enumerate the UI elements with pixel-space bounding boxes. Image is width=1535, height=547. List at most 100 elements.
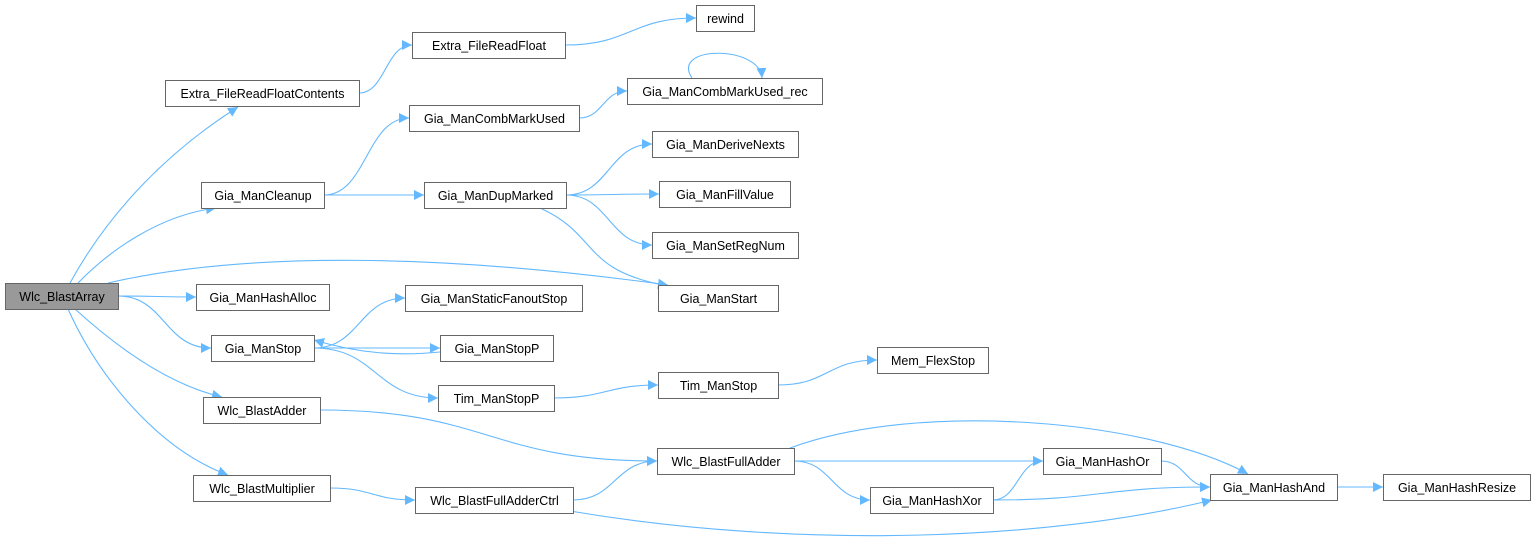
node-extra-filereadfloat[interactable]: Extra_FileReadFloat [412,32,566,59]
node-wlc-blastadder[interactable]: Wlc_BlastAdder [203,397,321,424]
node-label: Gia_ManDeriveNexts [666,138,785,152]
node-box[interactable] [415,487,574,514]
node-gia-mancombmarkused-rec[interactable]: Gia_ManCombMarkUsed_rec [627,78,823,105]
node-label: Gia_ManHashAlloc [210,291,317,305]
node-label: Mem_FlexStop [891,354,975,368]
node-box[interactable] [440,335,554,362]
node-box[interactable] [211,335,315,362]
node-box[interactable] [657,448,795,475]
nodes: Wlc_BlastArray Extra_FileReadFloatContent… [5,5,1531,514]
edge-tim-manstopp-to-tim-manstop [553,380,659,399]
node-gia-manstaticfanoutstop[interactable]: Gia_ManStaticFanoutStop [405,285,583,312]
node-gia-manderivenexts[interactable]: Gia_ManDeriveNexts [652,131,799,158]
node-box[interactable] [1210,474,1338,501]
node-gia-manhashresize[interactable]: Gia_ManHashResize [1383,474,1531,501]
edge-wlc-blastarray-to-gia-manstop [117,295,212,353]
node-box[interactable] [438,385,555,412]
node-label: Tim_ManStopP [454,392,540,406]
node-label: Gia_ManHashOr [1056,455,1150,469]
edge-wlc-blastarray-to-gia-manstart [107,259,669,289]
node-box[interactable] [652,131,799,158]
node-box[interactable] [1043,448,1162,475]
node-gia-manstop[interactable]: Gia_ManStop [211,335,315,362]
node-label: Gia_ManCombMarkUsed_rec [642,85,807,99]
node-gia-mancombmarkused[interactable]: Gia_ManCombMarkUsed [409,105,580,132]
node-label: Wlc_BlastMultiplier [209,482,315,496]
node-label: Tim_ManStop [680,379,757,393]
node-label: Gia_ManCombMarkUsed [424,112,565,126]
edge-wlc-blastarray-to-gia-manhashalloc [117,291,197,302]
node-box[interactable] [870,487,994,514]
node-gia-manhashalloc[interactable]: Gia_ManHashAlloc [196,284,330,311]
node-label: Gia_ManFillValue [676,188,774,202]
node-label: Wlc_BlastArray [19,290,105,304]
node-gia-mansetregnum[interactable]: Gia_ManSetRegNum [652,232,799,259]
node-wlc-blastfulladderctrl[interactable]: Wlc_BlastFullAdderCtrl [415,487,574,514]
edge-gia-mandupmarked-to-gia-mansetregnum [565,194,653,250]
node-label: Wlc_BlastFullAdder [671,455,780,469]
edges [67,13,1384,537]
node-box[interactable] [627,78,823,105]
node-box[interactable] [659,181,791,208]
node-box[interactable] [652,232,799,259]
edge-gia-mandupmarked-to-gia-manstart [539,207,669,290]
edge-tim-manstop-to-mem-flexstop [777,355,878,386]
edge-gia-mancombmarkused-rec-to-gia-mancombmarkused-rec [688,52,767,79]
node-box[interactable] [165,80,360,107]
edge-gia-mancombmarkused-to-gia-mancombmarkused-rec [578,86,628,119]
edge-wlc-blastarray-to-extra-filereadfloatcontents [69,106,239,284]
node-extra-filereadfloatcontents[interactable]: Extra_FileReadFloatContents [165,80,360,107]
node-gia-manfillvalue[interactable]: Gia_ManFillValue [659,181,791,208]
node-box[interactable] [203,397,321,424]
edge-gia-manhashor-to-gia-manhashand [1160,460,1211,492]
edge-gia-mandupmarked-to-gia-manderivenexts [565,139,653,196]
edge-wlc-blastmultiplier-to-wlc-blastfulladderctrl [329,487,416,505]
node-label: Gia_ManHashResize [1398,481,1516,495]
edge-gia-manstop-to-gia-manstaticfanoutstop [313,293,406,349]
edge-wlc-blastfulladder-to-gia-manhashxor [793,460,871,505]
node-box[interactable] [658,285,779,312]
node-gia-manhashxor[interactable]: Gia_ManHashXor [870,487,994,514]
node-box[interactable] [424,182,567,209]
edge-gia-manstop-to-tim-manstopp [313,347,439,403]
node-box[interactable] [201,182,325,209]
node-wlc-blastfulladder[interactable]: Wlc_BlastFullAdder [657,448,795,475]
node-label: Gia_ManHashAnd [1223,481,1325,495]
node-box[interactable] [193,475,331,502]
node-label: Wlc_BlastAdder [218,404,307,418]
node-box[interactable] [5,283,119,310]
edge-gia-mandupmarked-to-gia-manfillvalue [565,189,660,200]
node-label: Wlc_BlastFullAdderCtrl [430,494,559,508]
node-box[interactable] [196,284,330,311]
node-gia-manhashand[interactable]: Gia_ManHashAnd [1210,474,1338,501]
node-box[interactable] [877,347,989,374]
node-label: Gia_ManStopP [455,342,540,356]
edge-wlc-blastfulladderctrl-to-wlc-blastfulladder [572,456,658,501]
node-gia-mancleanup[interactable]: Gia_ManCleanup [201,182,325,209]
node-box[interactable] [658,372,779,399]
edge-gia-manhashxor-to-gia-manhashand [992,482,1211,501]
edge-extra-filereadfloatcontents-to-extra-filereadfloat [358,40,413,94]
node-gia-manstopp[interactable]: Gia_ManStopP [440,335,554,362]
node-label: Gia_ManDupMarked [438,189,553,203]
node-wlc-blastarray[interactable]: Wlc_BlastArray [5,283,119,310]
edge-wlc-blastarray-to-wlc-blastmultiplier [67,308,229,477]
node-wlc-blastmultiplier[interactable]: Wlc_BlastMultiplier [193,475,331,502]
node-label: Extra_FileReadFloat [432,39,546,53]
node-gia-manhashor[interactable]: Gia_ManHashOr [1043,448,1162,475]
edge-gia-manstopp-to-gia-manstop [313,338,441,355]
node-label: Gia_ManHashXor [882,494,981,508]
node-box[interactable] [1383,474,1531,501]
node-box[interactable] [696,5,755,32]
node-box[interactable] [409,105,580,132]
edge-wlc-blastarray-to-gia-mancleanup [77,204,217,284]
node-gia-mandupmarked[interactable]: Gia_ManDupMarked [424,182,567,209]
node-box[interactable] [412,32,566,59]
node-rewind[interactable]: rewind [696,5,755,32]
node-mem-flexstop[interactable]: Mem_FlexStop [877,347,989,374]
node-tim-manstopp[interactable]: Tim_ManStopP [438,385,555,412]
node-box[interactable] [405,285,583,312]
node-tim-manstop[interactable]: Tim_ManStop [658,372,779,399]
node-gia-manstart[interactable]: Gia_ManStart [658,285,779,312]
